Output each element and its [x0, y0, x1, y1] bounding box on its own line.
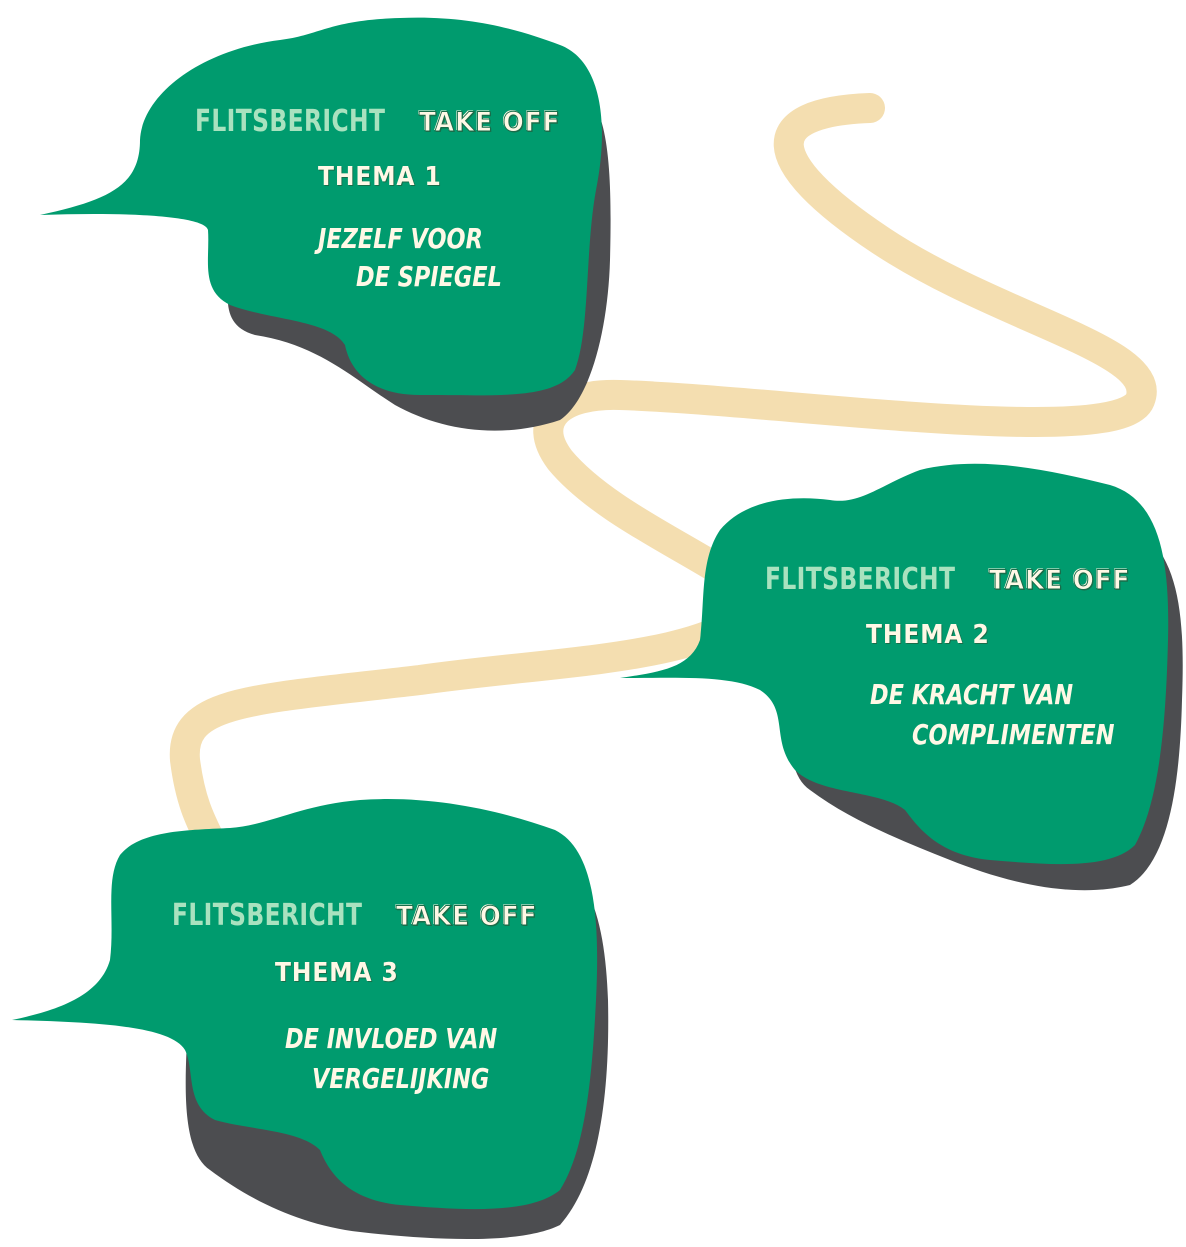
bubble-3-brand: Flitsbericht	[172, 898, 363, 933]
bubble-1-subtitle-line1: Jezelf voor	[318, 222, 483, 255]
bubble-2-subtitle-line2: complimenten	[912, 718, 1115, 751]
bubble-3-theme: Thema 3	[275, 958, 399, 988]
bubble-1-theme: Thema 1	[318, 162, 442, 192]
bubble-1-headline: Flitsbericht Take off	[195, 104, 573, 139]
bubble-3-product: Take off	[396, 901, 538, 933]
speech-bubble-1	[40, 17, 611, 431]
bubble-2-brand: Flitsbericht	[765, 562, 956, 597]
speech-bubble-3	[12, 799, 609, 1240]
bubble-2-product: Take off	[989, 565, 1131, 597]
bubble-1-brand: Flitsbericht	[195, 104, 386, 139]
winding-path	[169, 93, 1157, 855]
bubble-1-product: Take off	[419, 107, 561, 139]
bubble-3-headline: Flitsbericht Take off	[172, 898, 550, 933]
bubble-2-subtitle-line1: De kracht van	[870, 678, 1074, 711]
bubble-3-subtitle-line2: vergelijking	[312, 1062, 490, 1095]
bubble-3-subtitle-line1: De invloed van	[285, 1022, 498, 1055]
bubble-2-theme: Thema 2	[866, 620, 990, 650]
bubble-2-headline: Flitsbericht Take off	[765, 562, 1143, 597]
speech-bubble-2	[620, 463, 1183, 891]
bubble-1-body	[40, 17, 602, 396]
bubble-1-subtitle-line2: de spiegel	[356, 260, 502, 293]
bubble-2-body	[620, 463, 1169, 865]
bubble-3-body	[12, 799, 598, 1210]
